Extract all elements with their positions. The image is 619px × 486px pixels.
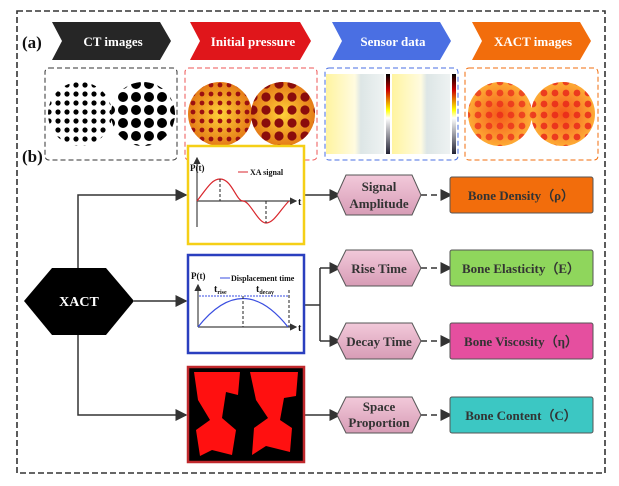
svg-text:Initial pressure: Initial pressure	[211, 34, 296, 49]
svg-text:t: t	[298, 323, 302, 334]
sensor-data-box	[324, 67, 459, 161]
svg-text:Bone Density（ρ）: Bone Density（ρ）	[468, 188, 574, 203]
panel-a-label: (a)	[22, 33, 42, 52]
connectors	[77, 189, 453, 421]
property-bone-content: Bone Content（C）	[449, 396, 594, 434]
svg-text:Signal: Signal	[362, 179, 397, 194]
svg-text:Bone Content（C）: Bone Content（C）	[465, 408, 577, 423]
xact-images-box	[464, 67, 599, 161]
svg-text:CT images: CT images	[83, 34, 142, 49]
svg-text:Amplitude: Amplitude	[349, 196, 408, 211]
svg-text:Bone Viscosity（η）: Bone Viscosity（η）	[464, 334, 578, 349]
svg-text:P(t): P(t)	[191, 271, 206, 281]
property-bone-elasticity: Bone Elasticity（E）	[449, 249, 594, 287]
svg-text:Bone Elasticity（E）: Bone Elasticity（E）	[462, 261, 580, 276]
svg-text:XACT: XACT	[59, 295, 99, 310]
property-bone-viscosity: Bone Viscosity（η）	[449, 322, 594, 360]
displacement-time-plot: P(t) t Displacement time trise tdecay	[186, 253, 306, 355]
svg-text:XACT images: XACT images	[494, 34, 572, 49]
step-initial-pressure: Initial pressure	[190, 22, 311, 60]
step-sensor-data: Sensor data	[332, 22, 451, 60]
svg-text:Proportion: Proportion	[348, 415, 410, 430]
panel-b-label: (b)	[22, 147, 43, 166]
svg-text:Decay Time: Decay Time	[346, 334, 412, 349]
initial-pressure-box	[184, 67, 318, 161]
svg-text:trise: trise	[214, 284, 227, 296]
feature-rise-time: Rise Time	[336, 249, 422, 287]
svg-text:Displacement time: Displacement time	[231, 274, 295, 283]
svg-text:XA signal: XA signal	[250, 168, 284, 177]
svg-text:Sensor data: Sensor data	[360, 34, 426, 49]
svg-text:t: t	[298, 197, 302, 208]
space-proportion-image	[186, 365, 306, 464]
svg-text:P(t): P(t)	[190, 163, 205, 173]
ct-images-box	[44, 67, 178, 161]
xa-signal-plot: P(t) t XA signal	[186, 144, 306, 246]
step-ct-images: CT images	[52, 22, 171, 60]
svg-text:tdecay: tdecay	[256, 284, 274, 296]
feature-space-proportion: Space Proportion	[336, 396, 422, 434]
feature-decay-time: Decay Time	[336, 322, 422, 360]
step-xact-images: XACT images	[472, 22, 591, 60]
outer-frame	[16, 10, 606, 474]
svg-text:Rise Time: Rise Time	[351, 261, 407, 276]
xact-node: XACT	[24, 268, 134, 335]
feature-signal-amplitude: Signal Amplitude	[336, 174, 422, 216]
property-bone-density: Bone Density（ρ）	[449, 176, 594, 214]
svg-text:Space: Space	[363, 399, 396, 414]
